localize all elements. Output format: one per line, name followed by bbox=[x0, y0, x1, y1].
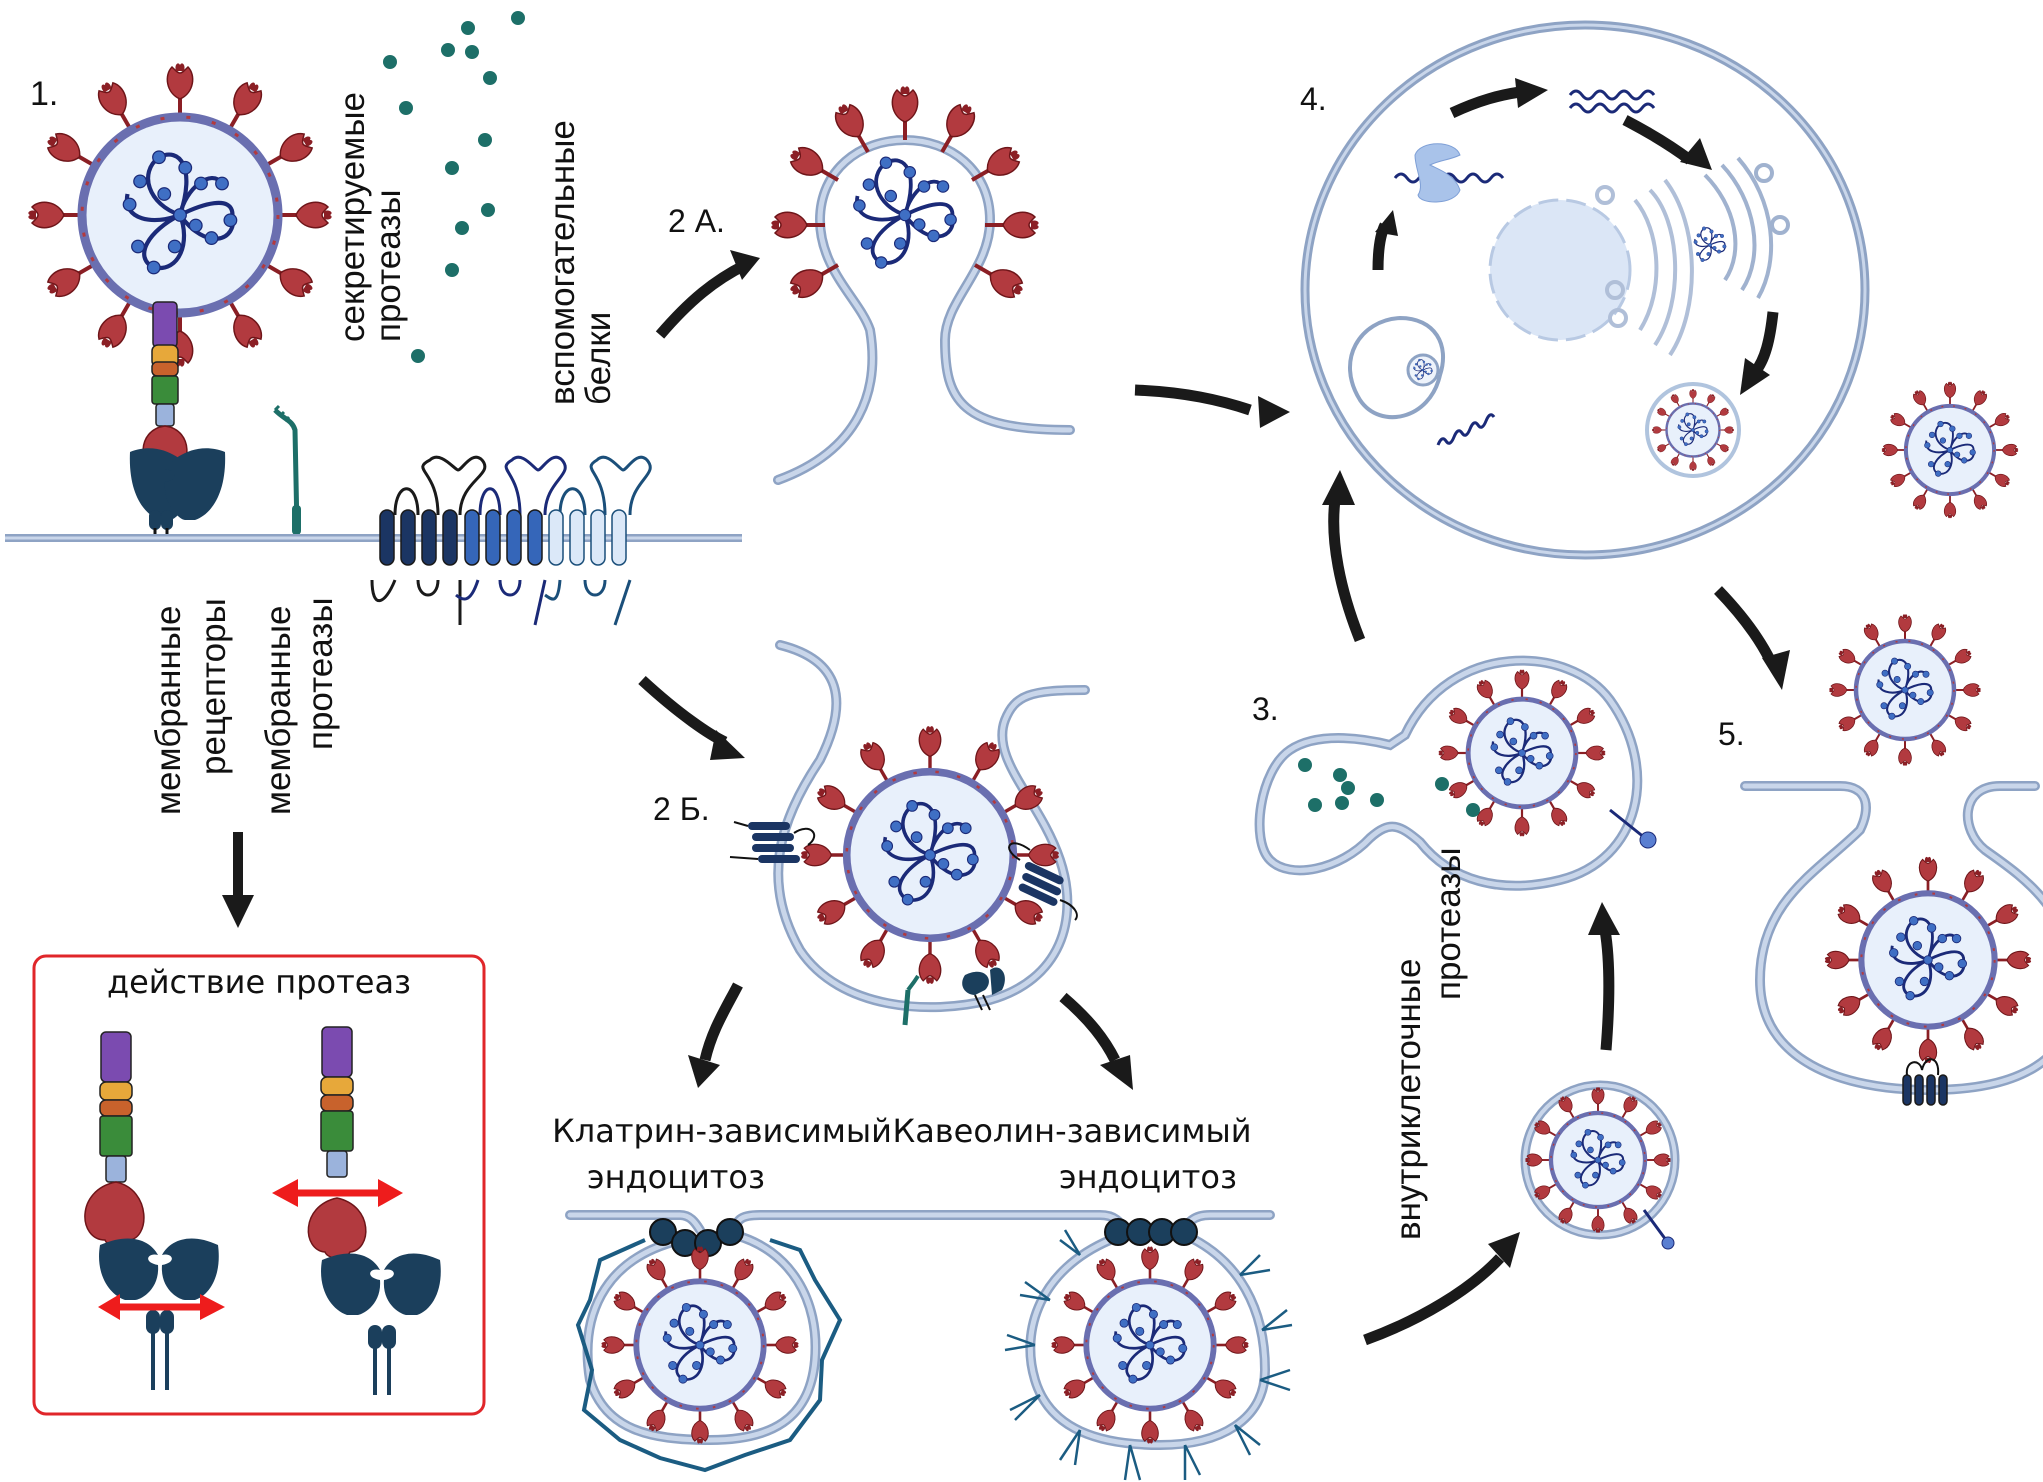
endoplasmic-reticulum-icon bbox=[1595, 178, 1694, 357]
arrow-icon bbox=[1714, 586, 1790, 690]
cleavage-arrow-icon bbox=[98, 1294, 225, 1320]
endosome-icon bbox=[1520, 1080, 1680, 1250]
step1-panel: 1. bbox=[5, 11, 742, 928]
endocytic-pit-icon bbox=[729, 640, 1090, 1026]
arrow-icon bbox=[1622, 115, 1712, 170]
assembled-virion-vesicle-icon bbox=[1645, 382, 1741, 478]
svg-text:протеазы: протеазы bbox=[369, 190, 408, 343]
budding-virion-icon bbox=[1829, 614, 1981, 766]
membrane-receptors-label: мембранные рецепторы bbox=[149, 598, 233, 815]
helper-proteins-label: вспомогательные белки bbox=[543, 120, 618, 405]
step3-label: 3. bbox=[1252, 691, 1279, 727]
dynamin-ring-icon bbox=[649, 1218, 744, 1257]
svg-text:протеазы: протеазы bbox=[1429, 848, 1468, 1001]
svg-text:вспомогательные: вспомогательные bbox=[543, 120, 582, 405]
ace2-receptor-icon bbox=[129, 448, 226, 540]
arrow-icon bbox=[688, 982, 743, 1088]
arrow-icon bbox=[1322, 470, 1366, 643]
svg-text:белки: белки bbox=[579, 312, 618, 405]
svg-text:рецепторы: рецепторы bbox=[194, 598, 233, 775]
uncoating-endosome-icon bbox=[1348, 315, 1446, 420]
caveolin-coat-icon bbox=[1004, 1229, 1293, 1481]
helper-proteins-icon bbox=[370, 455, 652, 626]
golgi-icon bbox=[1703, 156, 1790, 300]
caveolin-endocytosis-panel: Кавеолин-зависимый эндоцитоз bbox=[892, 1112, 1293, 1481]
helper-protein-icon bbox=[729, 821, 815, 863]
arrow-icon bbox=[655, 250, 760, 339]
dynamin-ring-icon bbox=[1104, 1218, 1198, 1246]
protease-action-inset: действие протеаз bbox=[32, 954, 486, 1416]
cleavage-arrow-icon bbox=[272, 1179, 403, 1207]
step5-panel: 5. bbox=[1714, 586, 2043, 1106]
svg-text:мембранные: мембранные bbox=[149, 606, 188, 815]
exocytosis-vesicle-icon bbox=[1740, 781, 2043, 1106]
virion-icon bbox=[28, 63, 331, 366]
svg-text:эндоцитоз: эндоцитоз bbox=[1059, 1158, 1237, 1196]
svg-text:внутриклеточные: внутриклеточные bbox=[1389, 959, 1428, 1240]
arrow-down-icon bbox=[222, 832, 254, 928]
svg-text:эндоцитоз: эндоцитоз bbox=[587, 1158, 765, 1196]
secreted-protease-dots bbox=[383, 11, 525, 363]
step2b-panel: 2 Б. bbox=[638, 640, 1133, 1090]
spike-receptor-complex-left bbox=[84, 1031, 219, 1390]
intracellular-proteases-label: внутриклеточные протеазы bbox=[1389, 848, 1468, 1241]
clathrin-coat-icon bbox=[575, 1238, 843, 1473]
arrow-icon bbox=[1449, 78, 1548, 118]
arrow-icon bbox=[1134, 384, 1290, 428]
nucleus-icon bbox=[1488, 198, 1632, 342]
step5-label: 5. bbox=[1718, 716, 1745, 752]
clathrin-endocytosis-panel: Клатрин-зависимый эндоцитоз bbox=[552, 1112, 1130, 1473]
step2a-label: 2 А. bbox=[668, 203, 725, 239]
arrow-icon bbox=[1363, 1232, 1520, 1346]
step2b-label: 2 Б. bbox=[653, 791, 710, 827]
arrow-icon bbox=[1588, 902, 1620, 1051]
svg-text:мембранные: мембранные bbox=[259, 606, 298, 815]
membrane-proteases-label: мембранные протеазы bbox=[259, 598, 340, 816]
arrow-icon bbox=[1740, 311, 1779, 395]
step2a-panel: 2 А. bbox=[655, 84, 1075, 485]
late-endosome-icon bbox=[1254, 655, 1657, 891]
svg-text:протеазы: протеазы bbox=[301, 598, 340, 751]
step3-panel: 3. внутриклеточные протеазы bbox=[1252, 470, 1680, 1346]
viral-rna-icon bbox=[1436, 89, 1656, 446]
step4-label: 4. bbox=[1300, 81, 1327, 117]
svg-text:секретируемые: секретируемые bbox=[333, 92, 372, 342]
inset-title: действие протеаз bbox=[107, 963, 411, 1001]
spike-receptor-complex-right bbox=[307, 1026, 441, 1395]
membrane-protease-icon bbox=[273, 404, 301, 535]
svg-text:Клатрин-зависимый: Клатрин-зависимый bbox=[552, 1112, 892, 1150]
step4-panel: 4. bbox=[1134, 20, 1870, 560]
secreted-proteases-label: секретируемые протеазы bbox=[333, 92, 408, 342]
arrow-icon bbox=[1059, 992, 1133, 1090]
arrow-icon bbox=[638, 675, 745, 760]
svg-text:Кавеолин-зависимый: Кавеолин-зависимый bbox=[892, 1112, 1251, 1150]
arrow-icon bbox=[1372, 210, 1398, 271]
step1-label: 1. bbox=[30, 75, 58, 113]
helper-protein-icon bbox=[1008, 842, 1078, 921]
released-virion-icon bbox=[1882, 382, 2018, 518]
membrane-fusion-icon bbox=[769, 84, 1075, 485]
ribosome-translation-icon bbox=[1393, 143, 1505, 203]
